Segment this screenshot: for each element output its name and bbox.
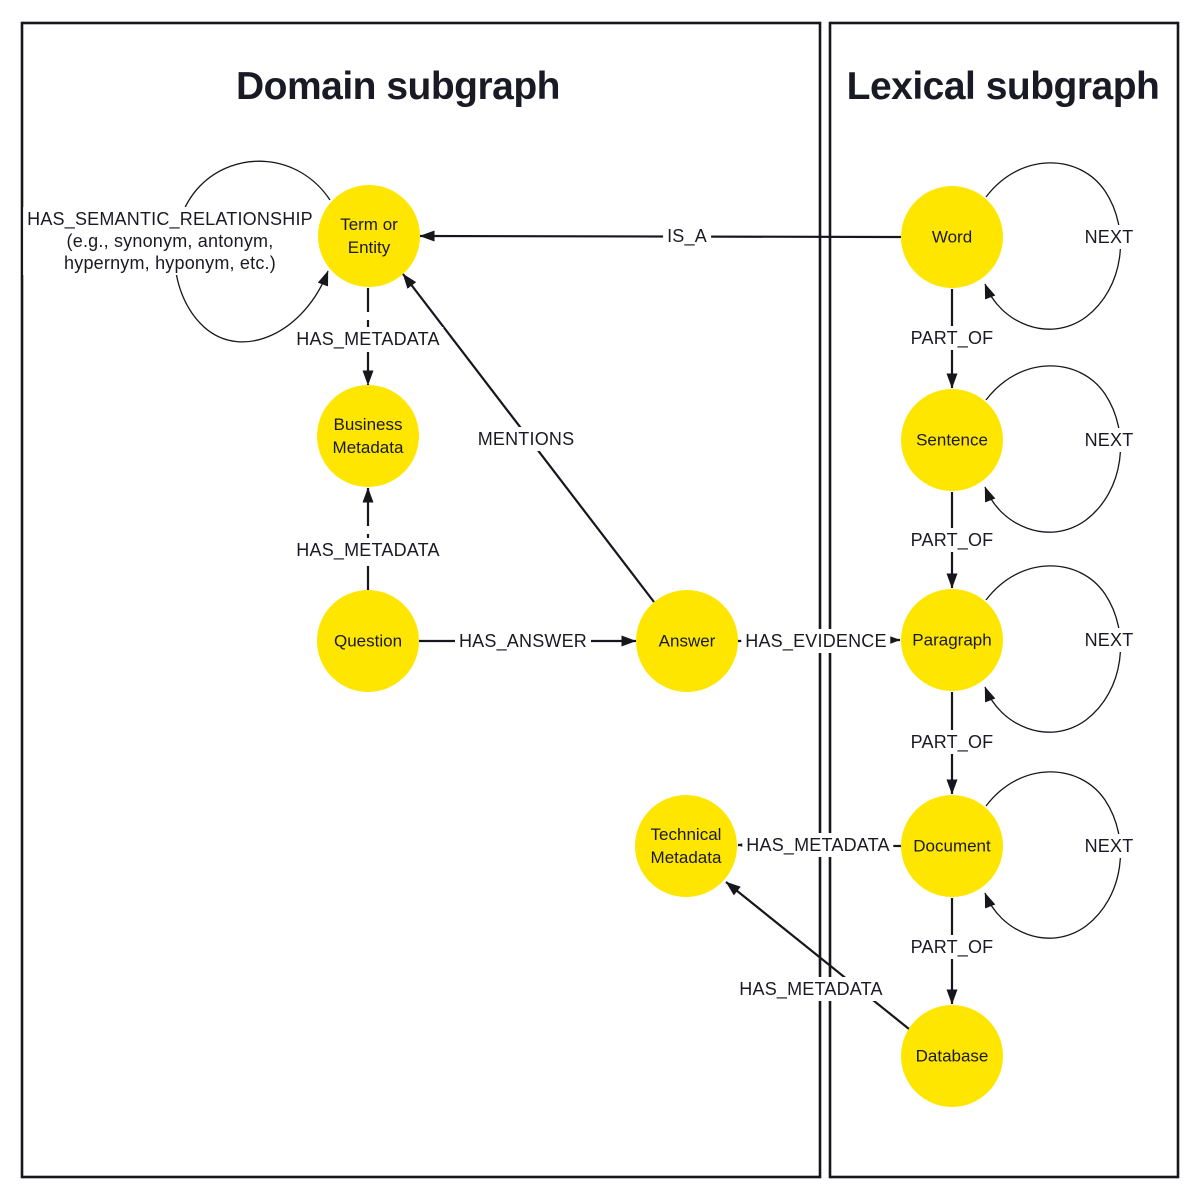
- node-label-question: Question: [333, 631, 403, 651]
- node-label-technical-metadata: Technical Metadata: [650, 825, 722, 867]
- edge-is-a: [419, 230, 902, 242]
- loop-label-next-document: NEXT: [1080, 834, 1138, 858]
- node-circle-word: [901, 186, 1003, 288]
- node-circle-technical-metadata: [635, 795, 737, 897]
- node-label-database: Database: [915, 1046, 989, 1066]
- loop-label-semantic-loop: HAS_SEMANTIC_RELATIONSHIP (e.g., synonym…: [23, 207, 317, 275]
- lexical-subgraph-box: [828, 21, 1180, 1179]
- edge-label-is-a: IS_A: [663, 224, 711, 248]
- node-circle-question: [317, 590, 419, 692]
- domain-subgraph-box: [20, 21, 822, 1179]
- node-circle-paragraph: [901, 589, 1003, 691]
- edge-has-metadata-database: [725, 881, 910, 1030]
- edge-label-has-answer: HAS_ANSWER: [454, 629, 592, 653]
- edge-label-part-of-paragraph: PART_OF: [906, 730, 998, 754]
- node-circle-business-metadata: [317, 385, 419, 487]
- node-label-document: Document: [913, 836, 991, 856]
- node-circle-term-or-entity: [318, 185, 420, 287]
- edge-label-part-of-document: PART_OF: [906, 935, 998, 959]
- node-circle-sentence: [901, 389, 1003, 491]
- loop-next-word: [984, 162, 1122, 330]
- node-circle-document: [901, 795, 1003, 897]
- edge-label-has-evidence: HAS_EVIDENCE: [741, 629, 891, 653]
- edge-label-part-of-sentence: PART_OF: [906, 528, 998, 552]
- edge-label-has-metadata-document: HAS_METADATA: [742, 833, 894, 857]
- node-label-word: Word: [931, 227, 973, 247]
- edge-label-has-metadata-question: HAS_METADATA: [292, 538, 444, 562]
- node-label-paragraph: Paragraph: [912, 630, 992, 650]
- edge-label-part-of-word: PART_OF: [906, 326, 998, 350]
- node-label-term-or-entity: Term or Entity: [340, 215, 398, 257]
- node-circle-answer: [636, 590, 738, 692]
- loop-next-document: [984, 771, 1122, 939]
- lexical-subgraph-title: Lexical subgraph: [846, 65, 1160, 108]
- loop-next-paragraph: [984, 565, 1122, 733]
- loop-next-sentence: [984, 365, 1122, 533]
- domain-subgraph-title: Domain subgraph: [235, 65, 561, 108]
- node-circle-database: [901, 1005, 1003, 1107]
- loop-label-next-sentence: NEXT: [1080, 428, 1138, 452]
- node-label-sentence: Sentence: [916, 430, 988, 450]
- edge-label-has-metadata-database: HAS_METADATA: [735, 977, 887, 1001]
- node-label-business-metadata: Business Metadata: [332, 415, 404, 457]
- node-label-answer: Answer: [658, 631, 716, 651]
- loop-label-next-paragraph: NEXT: [1080, 628, 1138, 652]
- edge-label-mentions: MENTIONS: [473, 427, 579, 451]
- edge-label-has-metadata-term: HAS_METADATA: [292, 327, 444, 351]
- loop-label-next-word: NEXT: [1080, 225, 1138, 249]
